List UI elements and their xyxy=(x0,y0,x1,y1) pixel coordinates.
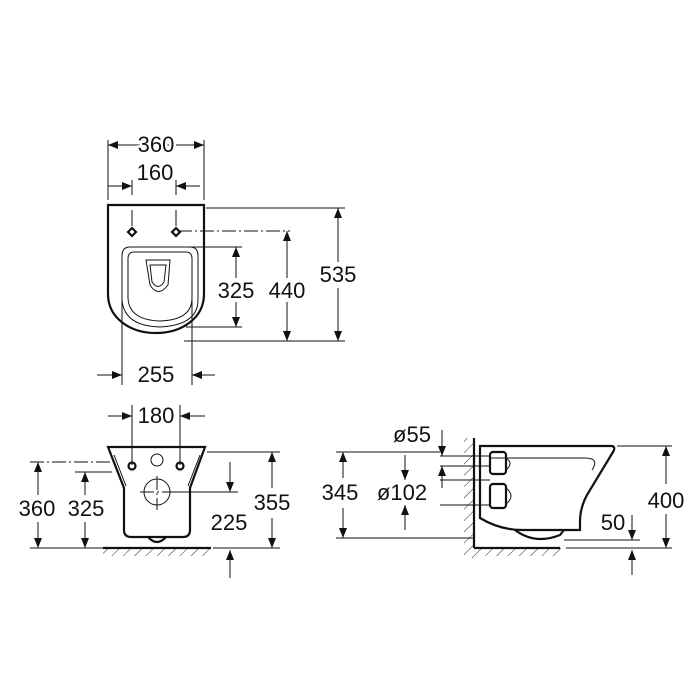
front-view-floor-hatch xyxy=(103,548,211,556)
side-view-wall-hatch xyxy=(464,438,474,558)
dim-top-width-mounting: 160 xyxy=(137,160,174,185)
top-view-outlet-inner xyxy=(149,264,167,287)
side-view: ø55 ø102 345 400 50 xyxy=(322,422,685,575)
dim-top-mount-to-front: 440 xyxy=(269,278,306,303)
dim-front-waste-height: 225 xyxy=(211,510,248,535)
dim-front-mounting-spacing: 180 xyxy=(138,403,175,428)
top-view-inner-basin xyxy=(121,246,199,328)
side-view-floor-hatch xyxy=(474,548,564,556)
top-view: 360 160 255 325 440 535 xyxy=(97,130,357,387)
dim-front-rim-height: 355 xyxy=(254,490,291,515)
dim-side-total-height: 400 xyxy=(648,488,685,513)
front-view-body-base xyxy=(147,536,167,544)
dim-front-total-height: 360 xyxy=(19,496,56,521)
front-view-mounting-holes xyxy=(127,453,185,510)
dim-front-mount-height: 325 xyxy=(68,496,105,521)
dim-top-width-total: 360 xyxy=(138,132,175,157)
dim-side-base-offset: 50 xyxy=(601,510,625,535)
side-view-fittings xyxy=(488,450,512,510)
side-view-bowl-outline xyxy=(478,444,616,532)
front-view: 180 360 325 225 355 xyxy=(19,403,291,578)
dim-side-waste-height: 345 xyxy=(322,480,359,505)
front-view-body-outline xyxy=(106,445,207,539)
top-view-outlet xyxy=(145,259,171,292)
dim-side-inlet-diameter: ø55 xyxy=(393,422,431,447)
dim-top-depth-total: 535 xyxy=(320,262,357,287)
dim-top-rim-width: 255 xyxy=(138,362,175,387)
side-view-bowl-base xyxy=(514,529,565,541)
top-view-mounting-points xyxy=(126,210,182,238)
dim-side-waste-diameter: ø102 xyxy=(377,480,427,505)
dim-top-mount-to-rim: 325 xyxy=(218,278,255,303)
top-view-inner-basin-2 xyxy=(127,251,193,322)
top-view-bowl-outline xyxy=(106,203,206,335)
